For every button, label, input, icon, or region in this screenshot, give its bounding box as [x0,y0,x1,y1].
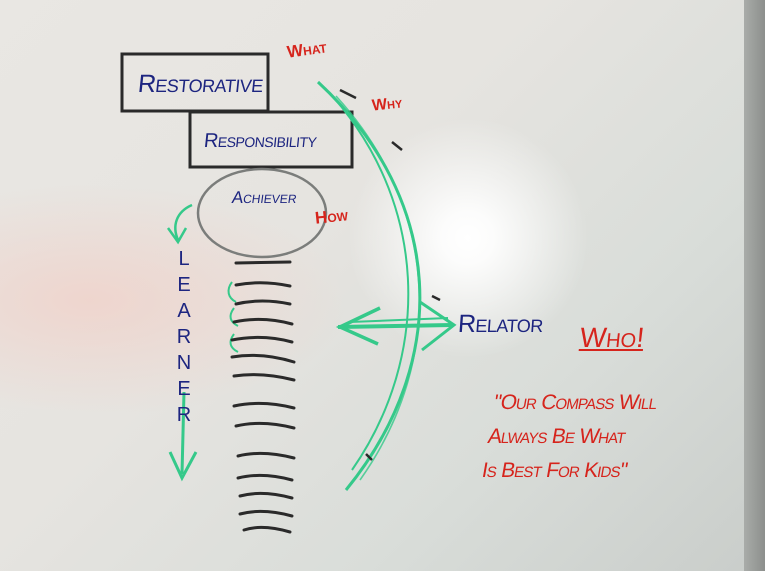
ladder-dash [242,525,292,534]
learner-arrow-shaft [180,391,186,475]
learner-letter: E [177,378,191,400]
why-label: Why [371,94,404,115]
arc-tick [391,141,403,151]
ladder-chevron [229,333,239,353]
learner-letter: E [177,274,191,296]
achiever-oval [196,167,328,259]
green-arrow-left-shaft [337,323,453,329]
how-label: How [314,205,349,228]
achiever-label: Achiever [230,188,299,207]
ladder-dash [236,451,296,460]
green-arrow-left-shaft-2 [349,317,449,323]
compass-quote: "Our Compass Will Always Be What Is Best… [479,386,737,488]
ladder-dash [230,353,296,364]
learner-letter: L [178,248,190,270]
learner-arrow-hook [174,203,193,241]
green-arrow-right-head [419,300,457,352]
responsibility-box [188,110,354,169]
relator-label: Relator [457,310,544,338]
ladder-dash [232,317,294,326]
green-arrow-left-head [335,306,381,346]
ladder-dash [234,260,292,265]
green-arc-third [335,95,421,481]
quote-line: Is Best For Kids" [480,459,629,482]
whiteboard-frame [744,0,765,571]
learner-letter: R [176,404,192,426]
ladder-dash [234,421,296,430]
ladder-chevron [227,281,237,303]
ladder-dash [234,299,292,306]
quote-line: Always Be What [486,425,628,448]
arc-tick [339,88,357,100]
learner-letter: R [176,326,192,348]
ladder-dash [236,473,294,482]
quote-line: "Our Compass Will [492,391,659,414]
ladder-dash [238,491,294,500]
who-label: Who! [578,322,646,353]
ladder-dash [234,281,292,288]
arc-tick [365,453,373,461]
learner-arrow-head [168,451,198,482]
green-arc-outer [316,80,422,491]
restorative-label: Restorative [136,70,265,98]
ladder-dash [232,373,296,382]
learner-letter: N [176,352,192,374]
learner-letter: A [177,300,191,322]
arc-tick [431,294,441,302]
ladder-dash [232,401,296,410]
learner-vertical-word: L E A R N E R [171,246,197,428]
green-arc-inner [324,87,410,471]
ladder-dashes [230,260,296,534]
ladder-dash [238,509,294,518]
learner-arrow-hook-head [166,227,188,245]
ladder-chevron [229,307,239,327]
ladder-dash [230,335,294,344]
responsibility-label: Responsibility [202,130,318,152]
